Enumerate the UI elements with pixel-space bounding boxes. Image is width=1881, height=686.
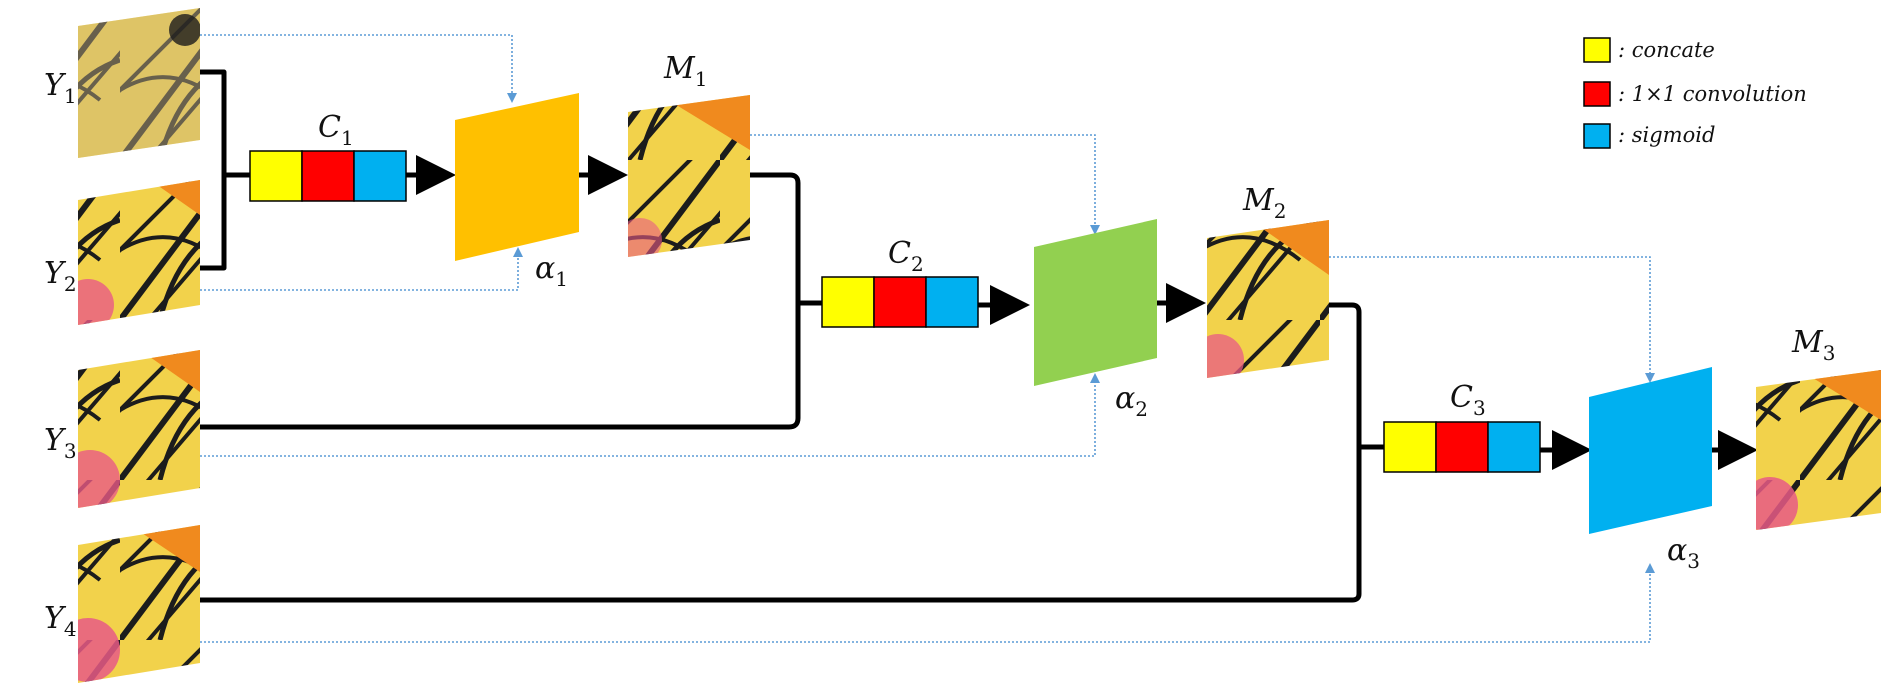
legend-label-sigmoid: : sigmoid <box>1618 123 1715 147</box>
label-c1: C1 <box>318 110 354 150</box>
label-y3: Y3 <box>44 423 77 463</box>
image-m2 <box>1207 220 1329 378</box>
connector-m2-y4 <box>197 302 1362 603</box>
alpha1-weight-map <box>455 93 579 261</box>
c1-block <box>249 150 407 202</box>
legend-swatch-convolution <box>1583 81 1611 107</box>
image-m3 <box>1756 370 1881 530</box>
label-m2: M2 <box>1242 183 1286 223</box>
label-c3: C3 <box>1450 380 1486 420</box>
legend-swatch-sigmoid <box>1583 123 1611 149</box>
label-y1: Y1 <box>44 68 77 108</box>
label-c2: C2 <box>888 236 924 276</box>
connector-y1-y2 <box>197 69 227 271</box>
legend: : concate : 1×1 convolution : sigmoid <box>1583 37 1807 149</box>
image-y4 <box>78 525 200 683</box>
label-y4: Y4 <box>44 601 77 641</box>
c3-block <box>1383 421 1541 473</box>
alpha2-weight-map <box>1034 219 1157 386</box>
image-y2 <box>78 180 200 325</box>
label-m3: M3 <box>1791 325 1835 365</box>
legend-swatch-concate <box>1583 37 1611 63</box>
label-alpha1: α1 <box>535 251 568 291</box>
guide-m1-to-alpha2 <box>750 134 1100 235</box>
image-y1 <box>78 8 200 158</box>
guide-y3-to-alpha2 <box>200 373 1100 457</box>
legend-label-convolution: : 1×1 convolution <box>1618 82 1807 106</box>
guide-m2-to-alpha3 <box>1329 256 1655 383</box>
label-alpha3: α3 <box>1667 533 1700 573</box>
guide-y4-to-alpha3 <box>200 563 1655 643</box>
guide-y2-to-alpha1 <box>200 247 523 291</box>
label-y2: Y2 <box>44 256 77 296</box>
label-alpha2: α2 <box>1115 381 1148 421</box>
label-m1: M1 <box>663 51 707 91</box>
guide-y1-to-alpha1 <box>200 34 517 103</box>
legend-label-concate: : concate <box>1618 38 1715 62</box>
image-y3 <box>78 350 200 508</box>
alpha3-weight-map <box>1589 367 1712 534</box>
c2-block <box>821 276 979 328</box>
image-m1 <box>628 95 750 257</box>
